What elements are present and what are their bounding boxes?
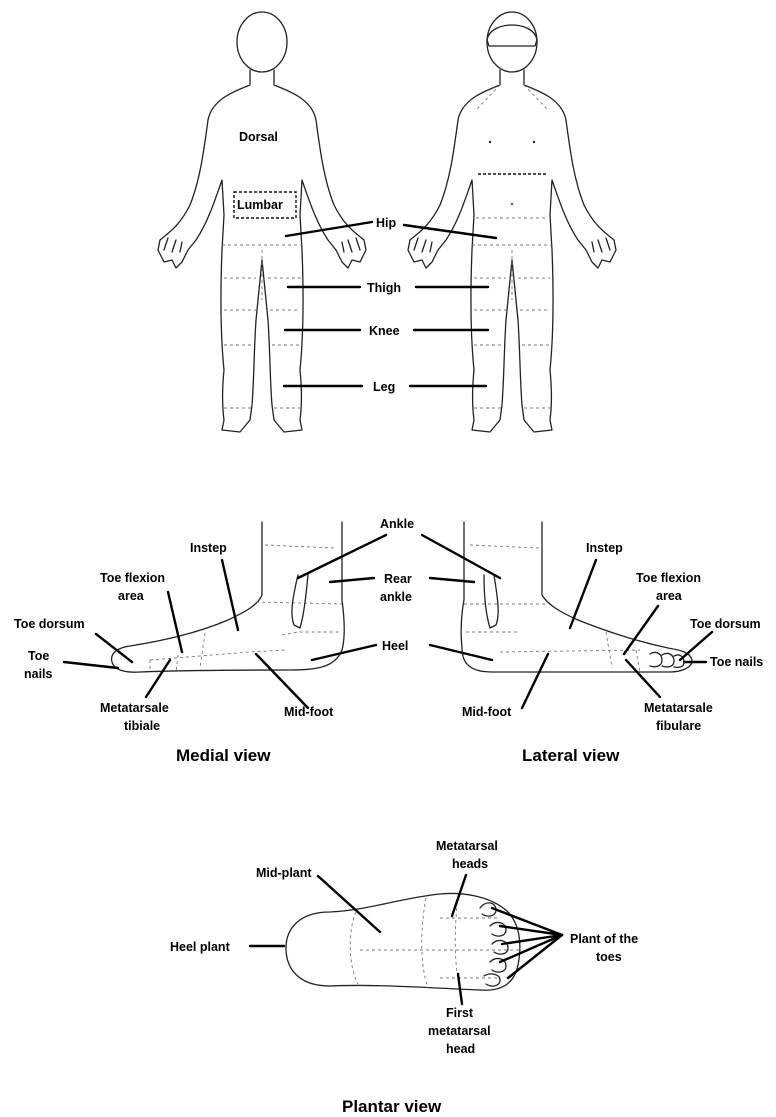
instep-leader-lateral — [570, 560, 596, 628]
front-view-figure — [408, 12, 616, 432]
label-toe-dorsum-lateral: Toe dorsum — [690, 617, 761, 631]
rear-ankle-leader-right — [430, 578, 474, 582]
midfoot-leader-medial — [256, 654, 308, 708]
metatarsale-tibiale-leader — [146, 660, 170, 697]
label-midfoot-medial: Mid-foot — [284, 705, 334, 719]
front-head — [487, 12, 537, 72]
hip-leader-left — [286, 222, 372, 236]
label-instep-lateral: Instep — [586, 541, 623, 555]
label-metatarsale-fibulare-1: Metatarsale — [644, 701, 713, 715]
label-metatarsale-tibiale-1: Metatarsale — [100, 701, 169, 715]
label-lateral-view: Lateral view — [522, 746, 620, 765]
label-plant-toes-2: toes — [596, 950, 622, 964]
label-toe-flexion-lateral-1: Toe flexion — [636, 571, 701, 585]
back-left-fingers — [164, 238, 182, 252]
label-instep-medial: Instep — [190, 541, 227, 555]
plantar-foot — [286, 893, 520, 990]
midfoot-leader-lateral — [522, 654, 548, 708]
mid-plant-leader — [318, 876, 380, 932]
label-toe-nails-medial-1: Toe — [28, 649, 49, 663]
label-heel-plant: Heel plant — [170, 940, 231, 954]
label-metatarsale-tibiale-2: tibiale — [124, 719, 160, 733]
medial-foot — [112, 522, 345, 672]
foot-leader-lines — [64, 535, 712, 708]
label-toe-flexion-medial-2: area — [118, 589, 145, 603]
front-nipple-right — [533, 141, 535, 143]
toe-flexion-leader-lateral — [624, 606, 658, 654]
label-rear-ankle-1: Rear — [384, 572, 412, 586]
toe-dorsum-leader-lateral — [680, 632, 712, 660]
front-navel — [511, 203, 513, 205]
back-head — [237, 12, 287, 72]
metatarsal-heads-leader — [452, 875, 466, 916]
label-knee: Knee — [369, 324, 400, 338]
front-segment-lines — [472, 85, 552, 408]
front-hair-fringe — [487, 25, 537, 46]
toe-dorsum-leader-medial — [96, 634, 132, 662]
lateral-foot-segments — [464, 545, 640, 672]
label-toe-flexion-medial-1: Toe flexion — [100, 571, 165, 585]
heel-leader-right — [430, 645, 492, 660]
label-first-head-1: First — [446, 1006, 474, 1020]
label-metatarsale-fibulare-2: fibulare — [656, 719, 701, 733]
label-leg: Leg — [373, 380, 395, 394]
label-lumbar: Lumbar — [237, 198, 283, 212]
label-toe-flexion-lateral-2: area — [656, 589, 683, 603]
toe-flexion-leader-medial — [168, 592, 182, 652]
toe-nails-leader-medial — [64, 662, 118, 668]
label-toe-nails-medial-2: nails — [24, 667, 53, 681]
heel-leader-left — [312, 645, 376, 660]
metatarsale-fibulare-leader — [626, 660, 660, 697]
label-ankle: Ankle — [380, 517, 414, 531]
hip-leader-right — [404, 225, 496, 238]
label-metatarsal-heads-1: Metatarsal — [436, 839, 498, 853]
label-toe-dorsum-medial: Toe dorsum — [14, 617, 85, 631]
label-plant-toes-1: Plant of the — [570, 932, 638, 946]
medial-foot-outline — [112, 522, 345, 672]
medial-foot-segments — [150, 545, 342, 672]
body-leader-lines — [284, 222, 496, 386]
plantar-leader-lines — [250, 875, 562, 1004]
label-heel: Heel — [382, 639, 408, 653]
lateral-achilles — [484, 575, 498, 628]
back-right-fingers — [342, 238, 360, 252]
label-dorsal: Dorsal — [239, 130, 278, 144]
front-left-fingers — [414, 238, 432, 252]
label-midfoot-lateral: Mid-foot — [462, 705, 512, 719]
back-view-figure — [158, 12, 366, 432]
label-thigh: Thigh — [367, 281, 401, 295]
back-segment-lines — [222, 245, 302, 408]
ankle-leader-right — [422, 535, 500, 578]
label-mid-plant: Mid-plant — [256, 866, 312, 880]
label-first-head-2: metatarsal — [428, 1024, 491, 1038]
label-metatarsal-heads-2: heads — [452, 857, 488, 871]
label-medial-view: Medial view — [176, 746, 271, 765]
label-hip: Hip — [376, 216, 397, 230]
label-toe-nails-lateral: Toe nails — [710, 655, 763, 669]
label-first-head-3: head — [446, 1042, 475, 1056]
front-right-fingers — [592, 238, 610, 252]
label-plantar-view: Plantar view — [342, 1097, 442, 1116]
front-nipple-left — [489, 141, 491, 143]
label-rear-ankle-2: ankle — [380, 590, 412, 604]
medial-achilles — [292, 575, 308, 628]
rear-ankle-leader-left — [330, 578, 374, 582]
